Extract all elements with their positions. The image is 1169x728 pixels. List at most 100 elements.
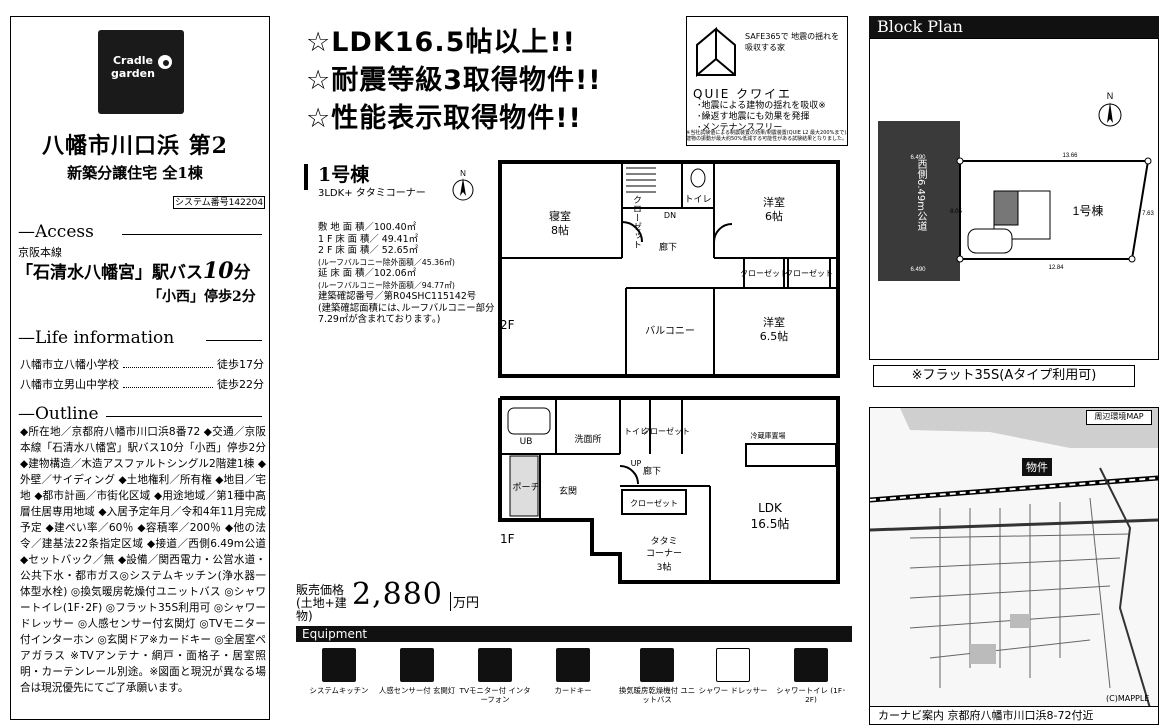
room-ldk-size: 16.5帖 <box>751 516 790 531</box>
unit-bath: UB <box>520 437 533 447</box>
brand-logo: Cradle garden <box>98 30 184 114</box>
divider <box>206 340 262 341</box>
room-closet-2: クローゼット <box>740 268 788 278</box>
bus-stop-walk: 「小西」停歩2分 <box>148 289 256 305</box>
tatami-corner-size: 3帖 <box>657 561 672 573</box>
car-icon <box>967 228 1013 254</box>
stairs-dn: DN <box>664 211 676 220</box>
quie-feature-box: SAFE365で 地震の揺れを 吸収する家 QUIE クワイエ ･地震による建物… <box>686 16 848 146</box>
equipment-caption: 人感センサー付 玄関灯 <box>378 686 456 695</box>
road-label: 西側6.49m公道 <box>915 159 926 232</box>
school-name: 八幡市立男山中学校 <box>20 378 119 391</box>
station-name: 「石清水八幡宮」駅 <box>16 263 169 283</box>
tatami-corner: タタミ <box>650 536 677 547</box>
dim-road-bottom: 6.490 <box>910 267 926 273</box>
room-western-2-size: 6.5帖 <box>760 330 789 343</box>
room-bedroom-size: 8帖 <box>551 224 569 237</box>
logo-text: Cradle garden <box>111 54 155 80</box>
lot-label: 1号棟 <box>1073 203 1104 218</box>
price-value: 2,880 <box>352 577 443 612</box>
equipment-item: システムキッチン <box>300 648 378 695</box>
equipment-item: カードキー <box>534 648 612 695</box>
property-subtitle: 新築分譲住宅 全1棟 <box>67 164 203 182</box>
equipment-caption: 換気暖房乾燥機付 ユニットバス <box>618 686 696 704</box>
room-toilet: トイレ <box>624 427 648 436</box>
equipment-item: TVモニター付 インターフォン <box>456 648 534 704</box>
bath-dryer-icon <box>640 648 674 682</box>
spec-line: 1 F 床 面 積／ 49.41㎡ <box>318 233 418 245</box>
spec-line: 2 F 床 面 積／ 52.65㎡ <box>318 245 418 256</box>
north-arrow-icon: N <box>452 169 474 201</box>
room-toilet: トイレ <box>684 195 711 205</box>
block-plan-heading: Block Plan <box>869 16 1159 38</box>
room-western-2: 洋室 <box>763 315 785 329</box>
school-walk: 徒歩22分 <box>217 378 264 391</box>
road <box>878 121 960 281</box>
room-closet: クローゼット <box>642 426 690 436</box>
train-line: 京阪本線 <box>18 246 62 259</box>
access-heading: —Access <box>18 222 94 242</box>
intercom-icon <box>478 648 512 682</box>
price-unit: 万円 <box>450 592 479 611</box>
equipment-item: 人感センサー付 玄関灯 <box>378 648 456 695</box>
school-row: 八幡市立八幡小学校徒歩17分 <box>20 356 264 372</box>
sensor-light-icon <box>400 648 434 682</box>
divider <box>106 416 262 417</box>
floor-plan-2f: 寝室 8帖 クローゼット DN トイレ 洋室 6帖 廊下 クローゼット クローゼ… <box>498 160 840 378</box>
house-icon <box>696 26 736 78</box>
left-info-panel <box>10 16 270 720</box>
fridge-space: 冷蔵庫置場 <box>751 431 786 440</box>
kitchen-icon <box>322 648 356 682</box>
porch: ポーチ <box>512 482 539 493</box>
toilet-icon <box>794 648 828 682</box>
outline-details: ◆所在地／京都府八幡市川口浜8番72 ◆交通／京阪本線「石清水八幡宮」駅バス10… <box>20 426 266 694</box>
floor-label-2f: 2F <box>500 318 515 332</box>
svg-text:N: N <box>1107 91 1114 101</box>
navi-caption: カーナビ案内 京都府八幡市川口浜8-72付近 <box>869 707 1159 725</box>
building-type: 3LDK+ タタミコーナー <box>318 188 426 199</box>
equipment-caption: カードキー <box>554 686 592 695</box>
equipment-heading: Equipment <box>296 626 852 642</box>
spec-line: 敷 地 面 積／100.40㎡ <box>318 222 416 233</box>
dim-road-top: 6.490 <box>910 155 926 161</box>
bus-label: バス <box>169 263 203 283</box>
spec-line: 延 床 面 積／102.06㎡ <box>318 268 416 279</box>
block-plan: N 13.66 12.84 7.63 6.490 6.490 8.05 1号棟 … <box>869 38 1159 360</box>
outline-heading: —Outline <box>18 404 99 424</box>
system-number: システム番号142204 <box>173 196 265 209</box>
stairs <box>993 190 1019 226</box>
floor-label-1f: 1F <box>500 532 515 546</box>
bus-minutes: 10 <box>203 258 234 284</box>
equipment-item: シャワー ドレッサー <box>694 648 772 695</box>
stairs-up: UP <box>631 459 642 468</box>
price-label: 販売価格 (土地+建物) <box>296 583 347 623</box>
card-key-icon <box>556 648 590 682</box>
minutes-unit: 分 <box>233 263 251 283</box>
headline-ldk: ☆LDK16.5帖以上!! <box>306 27 576 58</box>
quie-bullet: ･繰返す地震にも効果を発揮 <box>697 112 810 122</box>
equipment-caption: TVモニター付 インターフォン <box>459 686 531 704</box>
equipment-item: 換気暖房乾燥機付 ユニットバス <box>618 648 696 704</box>
tatami-corner-label: コーナー <box>646 548 682 559</box>
logo-mark-icon <box>158 55 172 69</box>
spec-line: 7.29㎡が含まれております｡) <box>318 314 441 325</box>
equipment-item: シャワートイレ (1F･2F) <box>772 648 850 704</box>
dim-top: 13.66 <box>1062 153 1078 159</box>
room-closet-3: クローゼット <box>785 268 833 278</box>
dim-bottom: 12.84 <box>1048 265 1064 271</box>
hallway: 廊下 <box>659 241 677 253</box>
balcony: バルコニー <box>645 325 695 337</box>
shower-icon <box>716 648 750 682</box>
spec-line: (ルーフバルコニー除外面積／94.77㎡) <box>318 280 455 290</box>
washroom: 洗面所 <box>574 433 601 445</box>
school-row: 八幡市立男山中学校 徒歩22分 <box>20 376 264 392</box>
quie-title: QUIE クワイエ <box>693 87 793 101</box>
quie-bullet: ･メンテナンスフリー <box>697 123 783 133</box>
dim-left: 8.05 <box>950 209 962 215</box>
map-copyright: (C)MAPPLE <box>1106 694 1150 703</box>
room-western-1: 洋室 <box>763 195 785 209</box>
building-specs: 敷 地 面 積／100.40㎡ 1 F 床 面 積／ 49.41㎡ 2 F 床 … <box>318 222 498 326</box>
room-ldk: LDK <box>758 501 783 515</box>
area-map: 物件 <box>869 407 1159 707</box>
equipment-caption: システムキッチン <box>309 686 369 695</box>
